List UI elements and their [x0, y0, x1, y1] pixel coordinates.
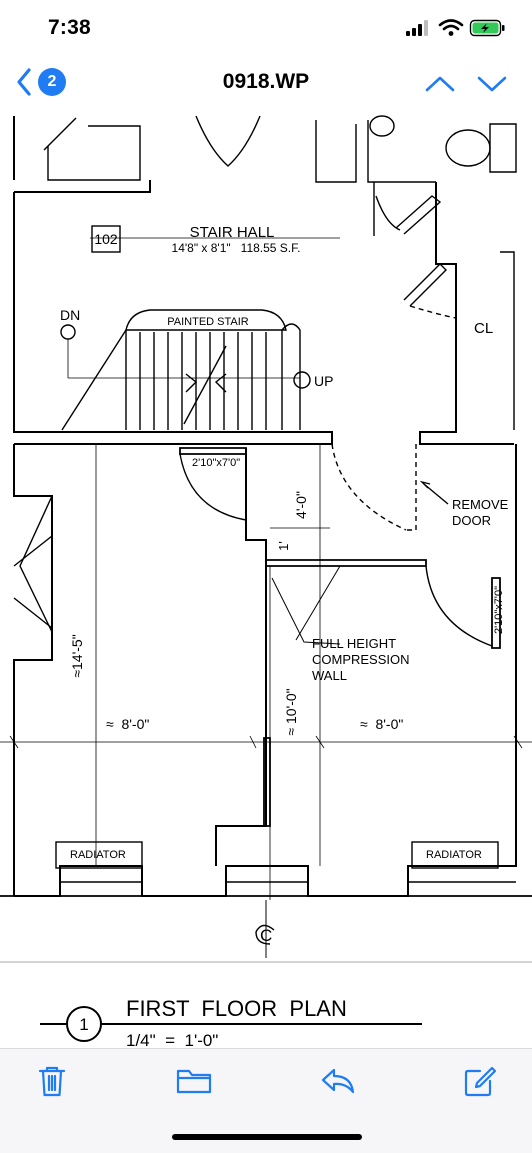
dim-14ft: ≈14'-5" [69, 634, 85, 677]
remove-door-line1: REMOVE [452, 497, 509, 512]
room-name: STAIR HALL [190, 224, 275, 241]
status-icons [406, 19, 505, 37]
nav-title: 0918.WP [222, 70, 310, 93]
battery-icon [469, 19, 505, 37]
status-bar: 7:38 [0, 0, 532, 56]
dim-8ft-left: ≈ 8'-0" [106, 716, 149, 732]
compose-icon[interactable] [460, 1063, 500, 1099]
room-size: 14'8" x 8'1" 118.55 S.F. [172, 241, 301, 255]
sheet-number: 1 [79, 1015, 88, 1034]
floor-plan-drawing: 102 STAIR HALL 14'8" x 8'1" 118.55 S.F. … [0, 115, 532, 1048]
folder-icon[interactable] [174, 1063, 214, 1099]
chevron-down-icon[interactable] [474, 68, 510, 100]
home-indicator [172, 1134, 362, 1140]
chevron-up-icon[interactable] [422, 68, 458, 100]
remove-door-line2: DOOR [452, 513, 491, 528]
stair-label: PAINTED STAIR [167, 316, 249, 328]
dim-8ft-right: ≈ 8'-0" [360, 716, 403, 732]
centerline-label: C [260, 926, 272, 945]
attachment-image[interactable]: 102 STAIR HALL 14'8" x 8'1" 118.55 S.F. … [0, 114, 532, 1048]
nav-bar: 2 0918.WP [0, 56, 532, 114]
plan-scale: 1/4" = 1'-0" [126, 1031, 218, 1048]
right-door-size: 2'10"x7'0" [493, 586, 505, 634]
radiator-left: RADIATOR [70, 849, 126, 861]
chevron-left-icon [17, 68, 31, 96]
dim-4ft: 4'-0" [293, 491, 309, 519]
back-button[interactable]: 2 [12, 66, 72, 102]
signal-icon [406, 20, 428, 36]
room-number: 102 [94, 231, 118, 247]
closet-label: CL [474, 320, 493, 337]
wall-note-line2: COMPRESSION [312, 652, 410, 667]
wall-note-line3: WALL [312, 668, 347, 683]
reply-icon[interactable] [318, 1063, 358, 1099]
trash-icon[interactable] [32, 1063, 72, 1099]
status-time: 7:38 [48, 16, 91, 39]
dim-1ft: 1' [276, 541, 291, 551]
up-label: UP [314, 373, 333, 389]
wifi-icon [438, 19, 464, 36]
wall-note-line1: FULL HEIGHT [312, 636, 396, 651]
plan-title: FIRST FLOOR PLAN [126, 996, 347, 1021]
dim-10ft: ≈ 10'-0" [283, 688, 299, 735]
back-count-badge: 2 [38, 68, 66, 96]
stair-door-size: 2'10"x7'0" [192, 457, 240, 469]
radiator-right: RADIATOR [426, 849, 482, 861]
down-label: DN [60, 307, 80, 323]
